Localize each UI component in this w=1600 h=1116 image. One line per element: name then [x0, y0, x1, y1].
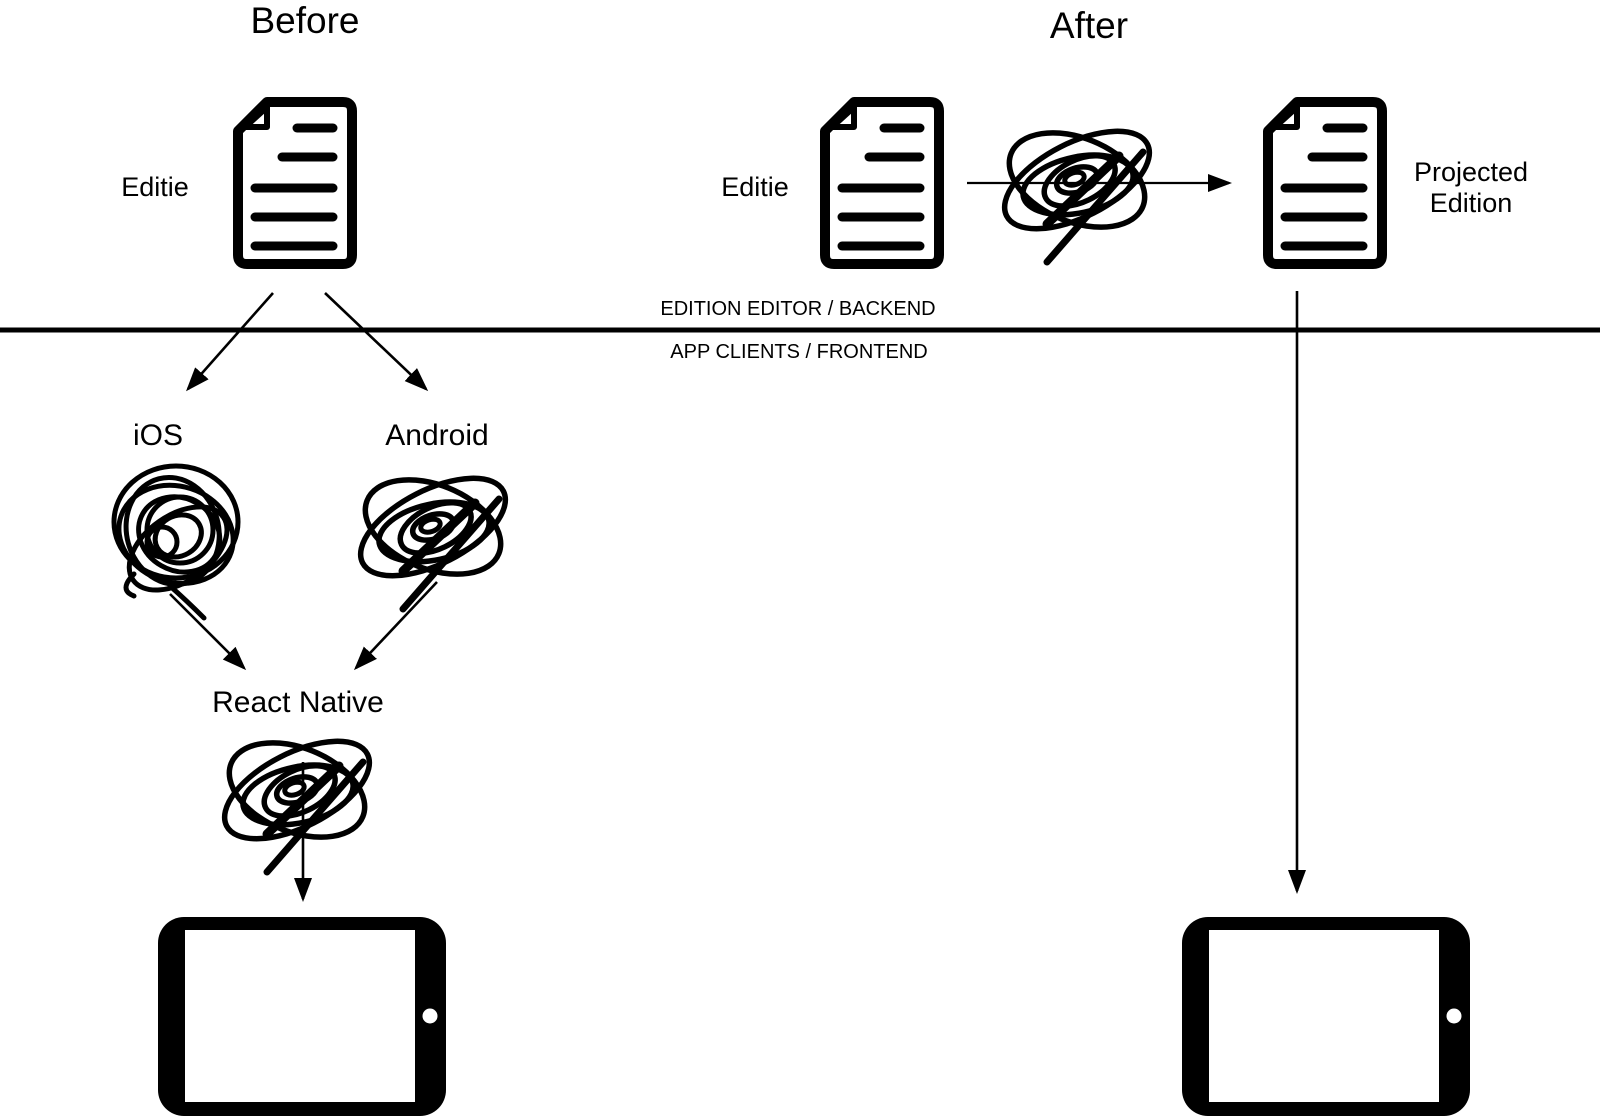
react-native-label: React Native [212, 686, 384, 719]
arrow-ios-to-react-native [169, 593, 247, 671]
scribble-icon-ios [106, 466, 246, 618]
scribble-icon-react-native [210, 721, 384, 872]
arrow-android-to-react-native [353, 581, 438, 671]
ios-label: iOS [133, 419, 183, 452]
projected-edition-label-line1: Projected [1414, 157, 1528, 187]
projected-edition-label-line2: Edition [1430, 188, 1513, 218]
document-icon-projected-edition [1268, 102, 1382, 264]
after-title: After [1050, 5, 1128, 46]
scribble-icon-transform [990, 111, 1164, 262]
after-edition-label: Editie [721, 172, 789, 202]
before-title: Before [250, 0, 359, 41]
before-edition-label: Editie [121, 172, 189, 202]
arrow-edition-to-ios [186, 292, 274, 392]
android-label: Android [385, 419, 488, 452]
document-icon-edition-before [238, 102, 352, 264]
tablet-icon-after [1182, 917, 1470, 1116]
frontend-zone-label: APP CLIENTS / FRONTEND [670, 341, 927, 363]
arrow-edition-to-android [324, 292, 429, 392]
backend-zone-label: EDITION EDITOR / BACKEND [660, 298, 935, 320]
tablet-icon-before [158, 917, 446, 1116]
document-icon-edition-after [825, 102, 939, 264]
